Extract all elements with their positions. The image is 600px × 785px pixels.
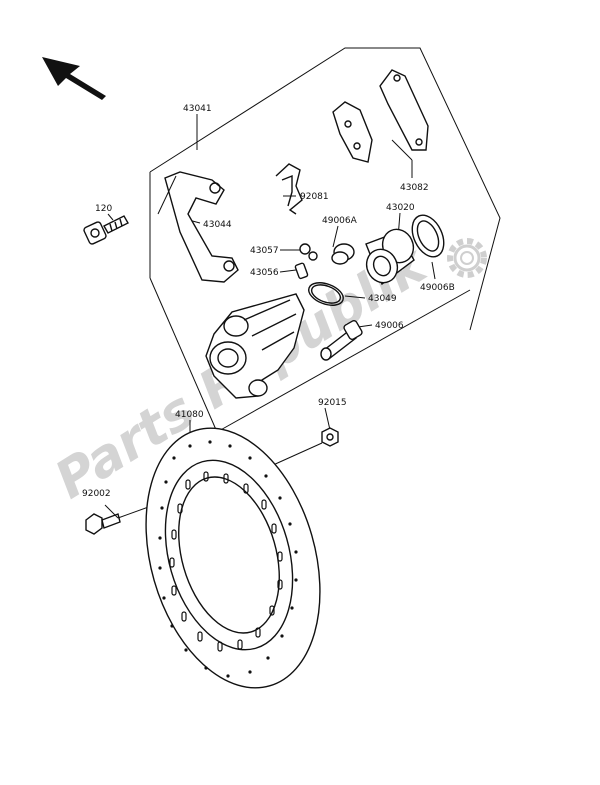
o-ring bbox=[308, 282, 344, 306]
slide-pin bbox=[320, 319, 363, 361]
label-43082: 43082 bbox=[400, 183, 429, 193]
label-43056: 43056 bbox=[250, 268, 279, 278]
bleeder-valve bbox=[294, 243, 318, 280]
disc-slots bbox=[169, 471, 283, 652]
label-43020: 43020 bbox=[386, 203, 415, 213]
disc-holes bbox=[158, 440, 298, 678]
caliper-body bbox=[205, 293, 305, 399]
label-49006A: 49006A bbox=[322, 216, 358, 226]
label-43057: 43057 bbox=[250, 246, 279, 256]
label-49006: 49006 bbox=[375, 321, 404, 331]
label-41080: 41080 bbox=[175, 410, 204, 420]
label-92081: 92081 bbox=[300, 192, 329, 202]
arrow-front-icon bbox=[42, 57, 106, 100]
label-43049: 43049 bbox=[368, 294, 397, 304]
label-92002: 92002 bbox=[82, 489, 111, 499]
gear-icon bbox=[447, 238, 487, 278]
label-43044: 43044 bbox=[203, 220, 232, 230]
label-43041: 43041 bbox=[183, 104, 212, 114]
brake-pads bbox=[332, 69, 429, 163]
nut bbox=[321, 427, 339, 447]
bolt-120 bbox=[83, 215, 129, 245]
piston-seal-ring bbox=[411, 214, 445, 258]
caliper-assembly-outline bbox=[149, 47, 501, 433]
label-92015: 92015 bbox=[318, 398, 347, 408]
pad-spring bbox=[275, 163, 303, 215]
piston bbox=[365, 228, 415, 286]
label-120: 120 bbox=[95, 204, 112, 214]
disc-bolt bbox=[85, 513, 121, 535]
part-labels: 43041 43082 120 43044 92081 49006A 43020… bbox=[82, 104, 455, 499]
caliper-bracket bbox=[157, 171, 239, 283]
dust-seal bbox=[331, 243, 355, 265]
label-49006B: 49006B bbox=[420, 283, 455, 293]
brake-disc bbox=[145, 427, 321, 689]
